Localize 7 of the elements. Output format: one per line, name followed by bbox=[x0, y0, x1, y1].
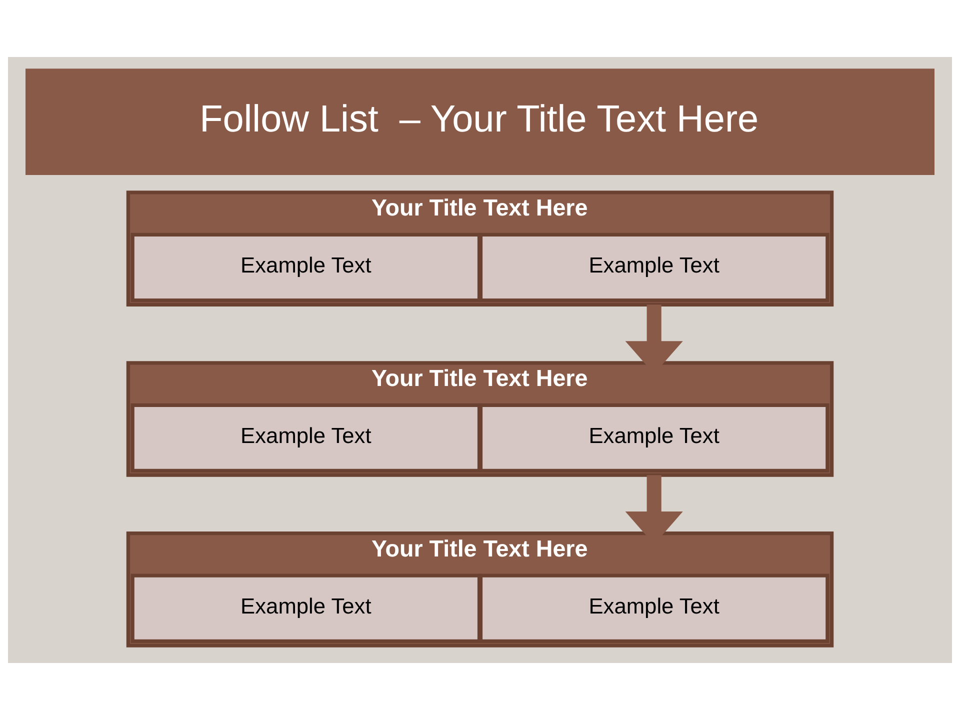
node-box: Example Text bbox=[130, 403, 482, 473]
node-box: Example Text bbox=[478, 574, 830, 643]
node-box: Example Text bbox=[130, 232, 482, 302]
diagram-title: Follow List – Your Title Text Here bbox=[200, 98, 759, 141]
node-box: Example Text bbox=[478, 232, 830, 302]
node-box: Example Text bbox=[130, 574, 482, 643]
node-box: Example Text bbox=[478, 403, 830, 473]
